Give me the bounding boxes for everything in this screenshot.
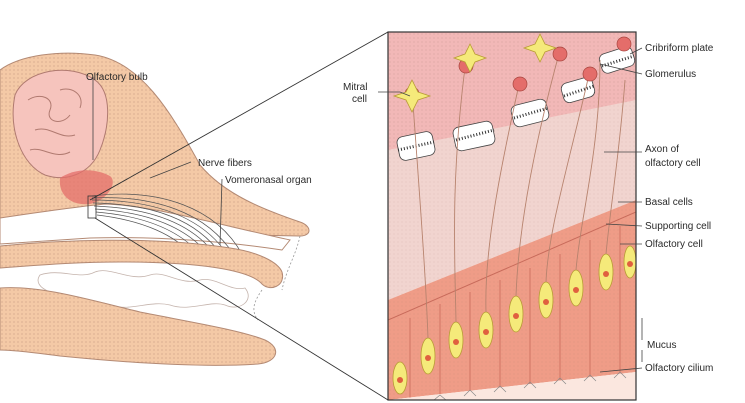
label-basal-cells: Basal cells: [645, 197, 693, 208]
label-axon-line2: olfactory cell: [645, 158, 701, 169]
label-olfactory-bulb: Olfactory bulb: [86, 72, 148, 83]
label-glomerulus: Glomerulus: [645, 69, 696, 80]
label-supporting-cell: Supporting cell: [645, 221, 711, 232]
label-vomeronasal-organ: Vomeronasal organ: [225, 175, 312, 186]
label-axon-line1: Axon of: [645, 144, 679, 155]
label-mucus: Mucus: [647, 340, 676, 351]
head-cross-section: [0, 53, 309, 365]
label-olfactory-cilium: Olfactory cilium: [645, 363, 713, 374]
label-nerve-fibers: Nerve fibers: [198, 158, 252, 169]
label-mitral-cell-line1: Mitral: [343, 82, 367, 93]
label-mitral-cell-line2: cell: [352, 94, 367, 105]
label-olfactory-cell: Olfactory cell: [645, 239, 703, 250]
magnified-panel: [388, 32, 636, 403]
label-cribriform-plate: Cribriform plate: [645, 43, 714, 54]
